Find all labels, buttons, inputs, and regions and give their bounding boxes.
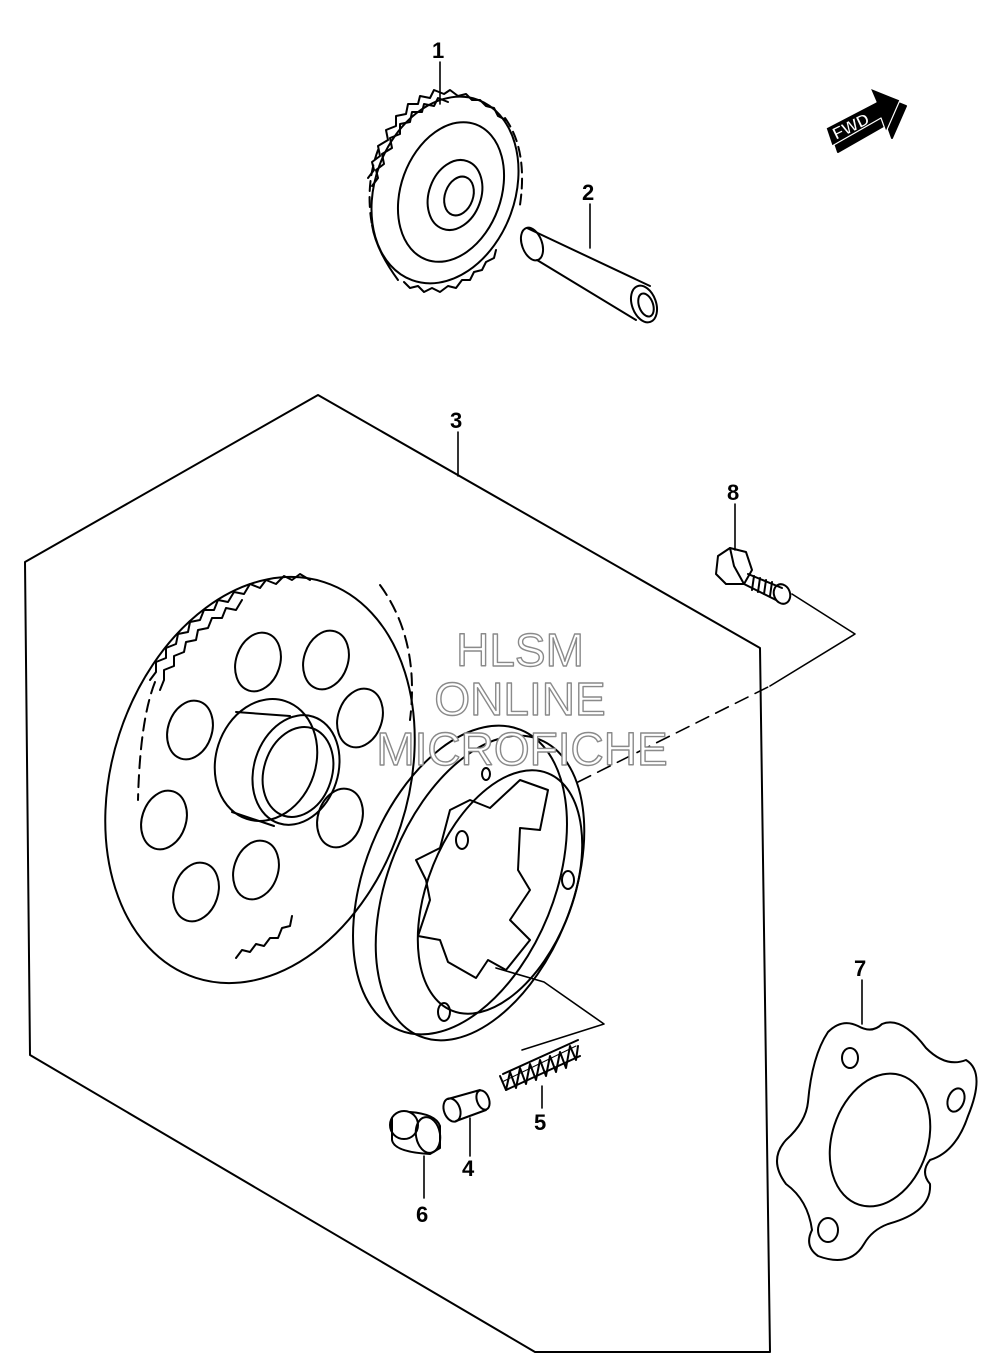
spring-leader [495, 967, 605, 1051]
spring-drawing [499, 1039, 581, 1091]
roller-drawing [389, 1110, 442, 1155]
callout-4: 4 [462, 1156, 475, 1181]
callout-7: 7 [854, 956, 866, 981]
idle-gear-drawing [367, 89, 524, 293]
bolt-drawing [715, 547, 792, 605]
watermark-line-3: MICROFICHE [376, 723, 667, 775]
callout-1: 1 [432, 38, 444, 63]
callout-2: 2 [582, 180, 594, 205]
starter-clutch-gear-drawing [104, 573, 416, 985]
watermark-line-2: ONLINE [434, 673, 605, 725]
watermark: HLSM ONLINE MICROFICHE [376, 623, 669, 775]
assembly-boundary [24, 394, 771, 1353]
watermark-line-1: HLSM [456, 624, 584, 676]
callout-3: 3 [450, 408, 462, 433]
pin-drawing [442, 1089, 491, 1123]
assembly-centerline [577, 685, 771, 783]
idle-gear-shaft-drawing [519, 226, 659, 324]
bolt-leader [769, 593, 856, 687]
leader-lines [423, 61, 863, 1199]
callout-6: 6 [416, 1202, 428, 1227]
callout-8: 8 [727, 480, 739, 505]
clutch-housing-drawing [352, 724, 586, 1042]
washer-plate-drawing [776, 1021, 978, 1261]
callout-5: 5 [534, 1110, 546, 1135]
fwd-arrow-icon: FWD [825, 87, 907, 153]
